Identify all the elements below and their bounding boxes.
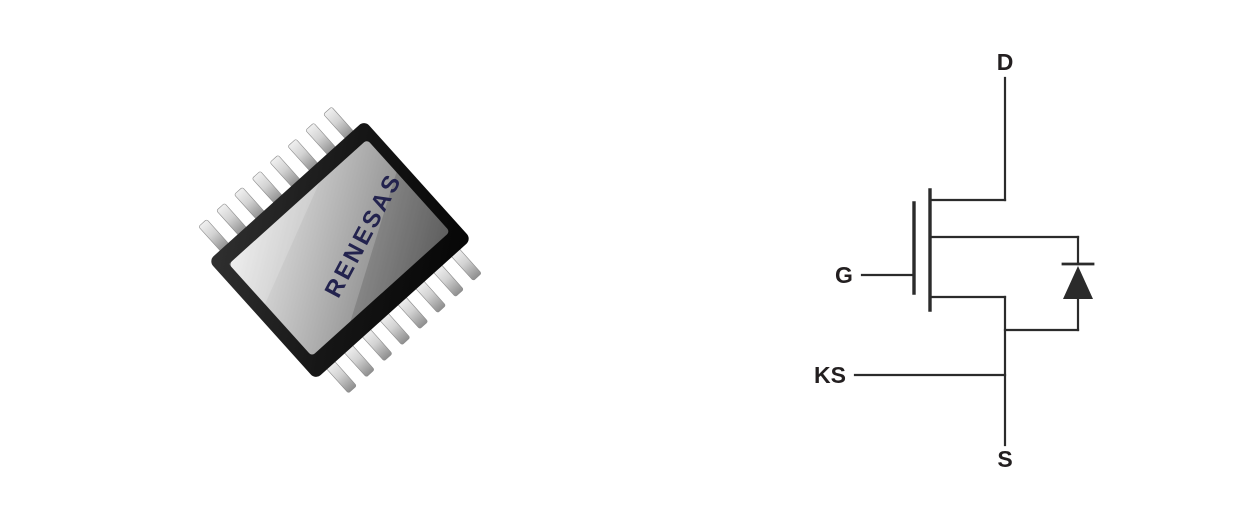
chip-package-image: RENESAS	[198, 106, 482, 394]
chip-surface-highlight	[228, 182, 320, 305]
gate-label: G	[835, 262, 853, 288]
mosfet-schematic: D G KS S	[814, 49, 1095, 470]
kelvin-source-label: KS	[814, 362, 846, 388]
chip-package: RENESAS	[198, 106, 482, 394]
diode-triangle	[1063, 266, 1093, 299]
source-label: S	[997, 446, 1012, 470]
schematic-wires	[853, 76, 1095, 447]
schematic-labels: D G KS S	[814, 49, 1013, 470]
chip-surface-shade	[350, 172, 451, 322]
chip-top-surface	[230, 141, 449, 355]
drain-label: D	[997, 49, 1014, 75]
